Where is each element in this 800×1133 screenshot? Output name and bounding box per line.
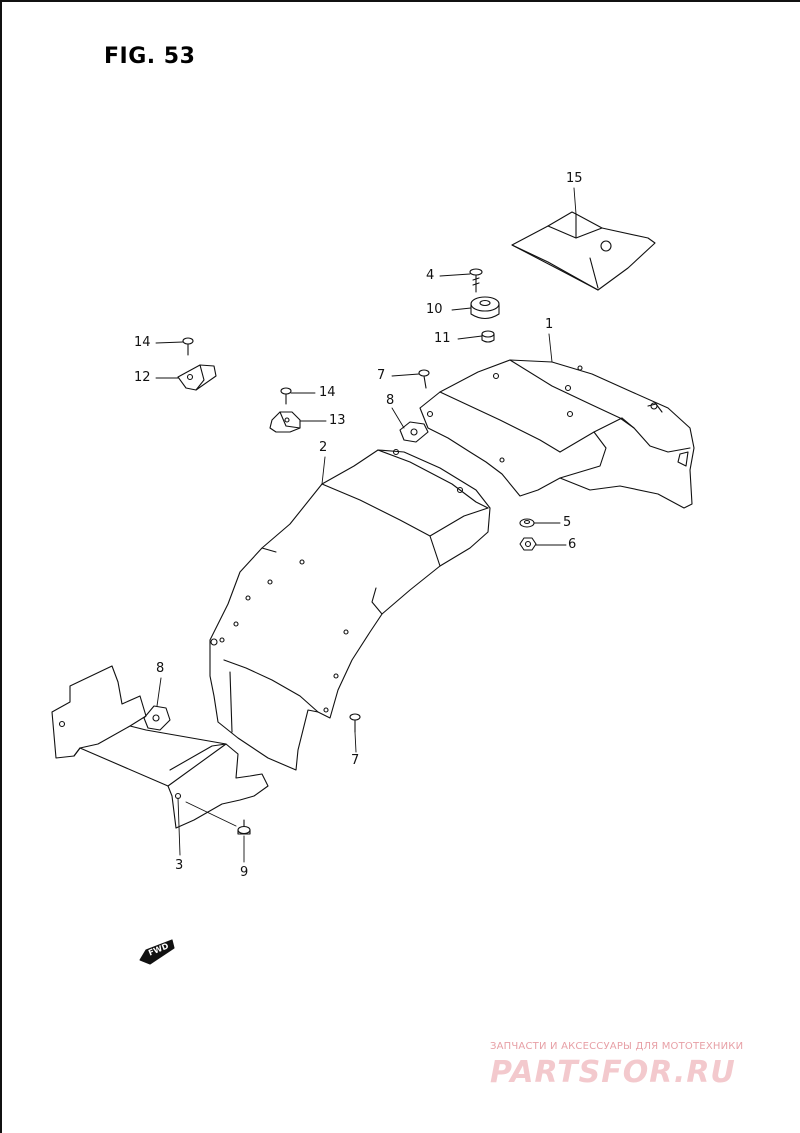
bracket-part-3	[51, 665, 269, 829]
screw-part-7a	[418, 369, 430, 389]
callout-part-8a: 8	[386, 393, 395, 408]
figure-title: FIG. 53	[104, 44, 196, 69]
callout-part-8b: 8	[156, 661, 165, 676]
bolt-part-9	[237, 819, 251, 835]
callout-part-4: 4	[426, 268, 435, 283]
washer-part-5	[519, 518, 535, 528]
callout-part-14a: 14	[134, 335, 151, 350]
callout-part-3: 3	[175, 858, 184, 873]
cushion-part-10	[470, 296, 500, 320]
callout-part-6: 6	[568, 537, 577, 552]
tool-bag-part-15	[511, 211, 656, 291]
callout-part-10: 10	[426, 302, 443, 317]
bracket-part-13	[269, 411, 301, 433]
clamp-part-12	[177, 364, 217, 391]
callout-part-7a: 7	[377, 368, 386, 383]
clip-nut-part-8b	[143, 705, 171, 731]
watermark-logo: PARTSFOR.RU	[490, 1055, 736, 1090]
forward-direction-arrow	[139, 939, 175, 965]
callout-part-1: 1	[545, 317, 554, 332]
screw-part-14b	[280, 387, 292, 405]
callout-part-2: 2	[319, 440, 328, 455]
screw-part-4	[469, 268, 483, 293]
leader-lines	[155, 187, 577, 863]
screw-part-14a	[182, 337, 194, 356]
callout-part-9: 9	[240, 865, 249, 880]
callout-part-13: 13	[329, 413, 346, 428]
clip-nut-part-8a	[399, 421, 429, 443]
screw-part-7b	[349, 713, 361, 733]
nut-part-6	[519, 537, 537, 551]
callout-part-12: 12	[134, 370, 151, 385]
watermark-tagline: ЗАПЧАСТИ И АКСЕССУАРЫ ДЛЯ МОТОТЕХНИКИ	[490, 1041, 744, 1052]
rear-fender-part-1	[419, 359, 695, 509]
rear-fender-part-2	[209, 448, 491, 771]
callout-part-7b: 7	[351, 753, 360, 768]
callout-part-5: 5	[563, 515, 572, 530]
callout-part-11: 11	[434, 331, 451, 346]
collar-part-11	[481, 330, 495, 343]
callout-part-15: 15	[566, 171, 583, 186]
callout-part-14b: 14	[319, 385, 336, 400]
